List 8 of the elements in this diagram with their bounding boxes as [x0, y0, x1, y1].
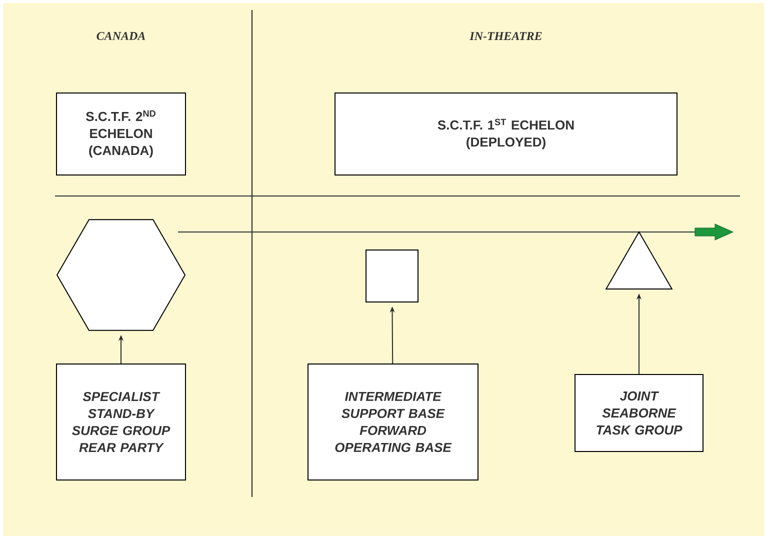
unit-box: SPECIALIST STAND-BY SURGE GROUP REAR PARTY [56, 364, 186, 480]
echelon-box: S.C.T.F. 2$^{ND}$ ECHELON (CANADA) [56, 92, 186, 176]
section-heading: IN-THEATRE [470, 32, 542, 40]
echelon-box: S.C.T.F. 1$^{ST}$ ECHELON (DEPLOYED) [334, 92, 678, 176]
unit-box: JOINT SEABORNE TASK GROUP [574, 374, 704, 452]
unit-box: INTERMEDIATE SUPPORT BASE FORWARD OPERATING BASE [308, 364, 478, 480]
square [366, 250, 418, 302]
section-heading: CANADA [96, 32, 146, 40]
